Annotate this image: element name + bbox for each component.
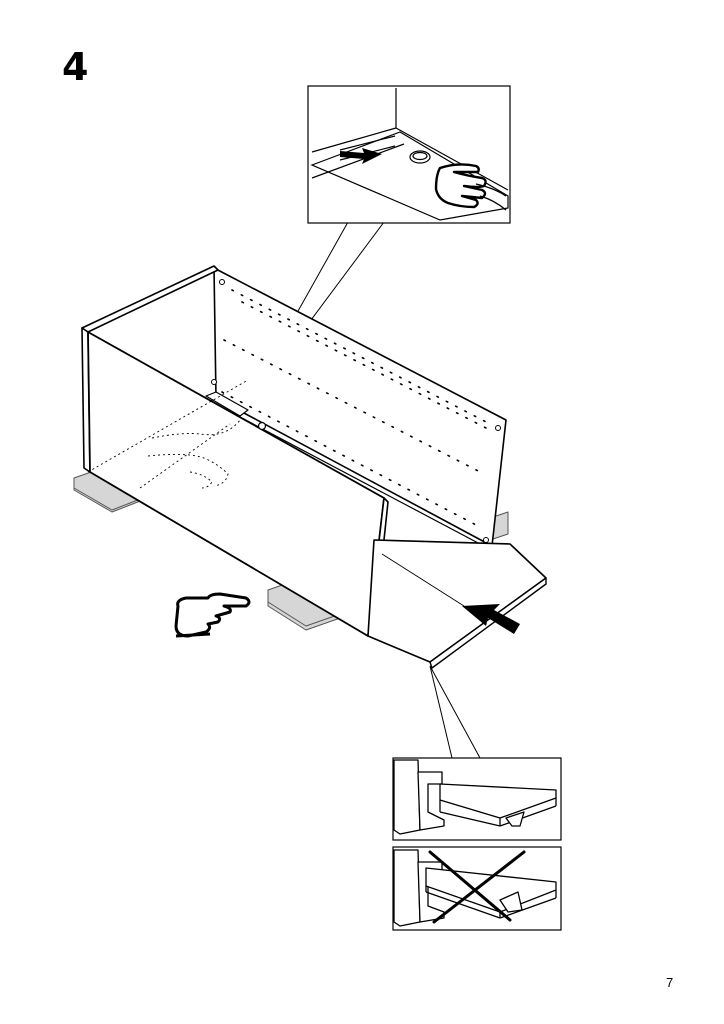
page-number: 7 — [666, 975, 674, 990]
callout-top — [237, 85, 511, 419]
pointing-hand-icon — [174, 592, 251, 638]
step-number: 4 — [62, 45, 89, 89]
arrow-icon — [462, 604, 520, 634]
arrow-icon — [340, 148, 382, 164]
callout-correct — [392, 757, 562, 841]
hole-rows — [221, 289, 491, 527]
cabinet — [73, 265, 547, 669]
cross-mark-icon — [428, 850, 526, 924]
hidden-hand — [87, 379, 249, 489]
pointing-hand-icon — [434, 163, 507, 211]
callout-bottom-leader — [429, 665, 481, 759]
callout-wrong — [392, 846, 562, 931]
